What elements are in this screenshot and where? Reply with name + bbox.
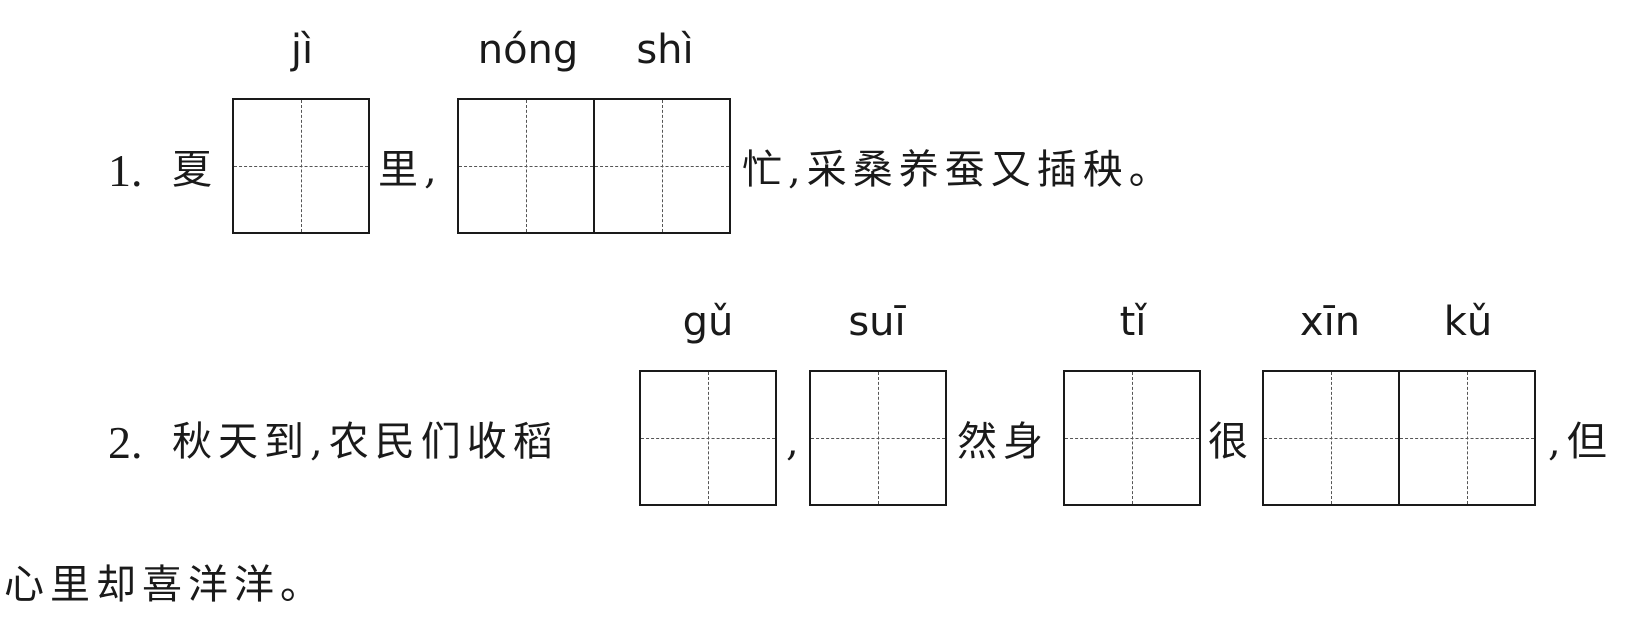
tian-grid-cell: [641, 372, 775, 504]
q1-answer-box-nongshi[interactable]: [457, 98, 731, 234]
q2-answer-box-xinku[interactable]: [1262, 370, 1536, 506]
tian-grid-cell: [459, 100, 593, 232]
pinyin-xin: xīn: [1299, 299, 1361, 345]
pinyin-gu: gǔ: [682, 299, 734, 345]
q1-text-middle: 里,: [378, 147, 443, 193]
q2-answer-box-sui[interactable]: [809, 370, 947, 506]
tian-grid-cell: [1264, 372, 1398, 504]
question-number-1: 1.: [108, 145, 143, 196]
q2-text-end: ,但: [1548, 419, 1613, 465]
q2-text-sep3: 很: [1208, 419, 1254, 465]
tian-grid-cell: [593, 100, 729, 232]
tian-grid-cell: [1065, 372, 1199, 504]
q2-answer-box-gu[interactable]: [639, 370, 777, 506]
q1-text-before: 夏: [172, 147, 218, 193]
q2-text-sep2: 然身: [957, 419, 1049, 465]
q2-text-sep1: ,: [786, 419, 805, 465]
q2-answer-box-ti[interactable]: [1063, 370, 1201, 506]
q2-text-before: 秋天到,农民们收稻: [172, 419, 559, 465]
pinyin-ti: tǐ: [1119, 299, 1147, 345]
pinyin-sui: suī: [848, 299, 906, 345]
tian-grid-cell: [1398, 372, 1534, 504]
tian-grid-cell: [234, 100, 368, 232]
pinyin-nong: nóng: [477, 27, 579, 73]
q1-text-after: 忙,采桑养蚕又插秧。: [742, 147, 1175, 193]
tian-grid-cell: [811, 372, 945, 504]
pinyin-shi: shì: [636, 27, 694, 73]
q1-answer-box-ji[interactable]: [232, 98, 370, 234]
q2-text-continuation: 心里却喜洋洋。: [4, 562, 326, 608]
question-number-2: 2.: [108, 417, 143, 468]
pinyin-ji: jì: [290, 27, 314, 73]
pinyin-ku: kǔ: [1443, 299, 1493, 345]
